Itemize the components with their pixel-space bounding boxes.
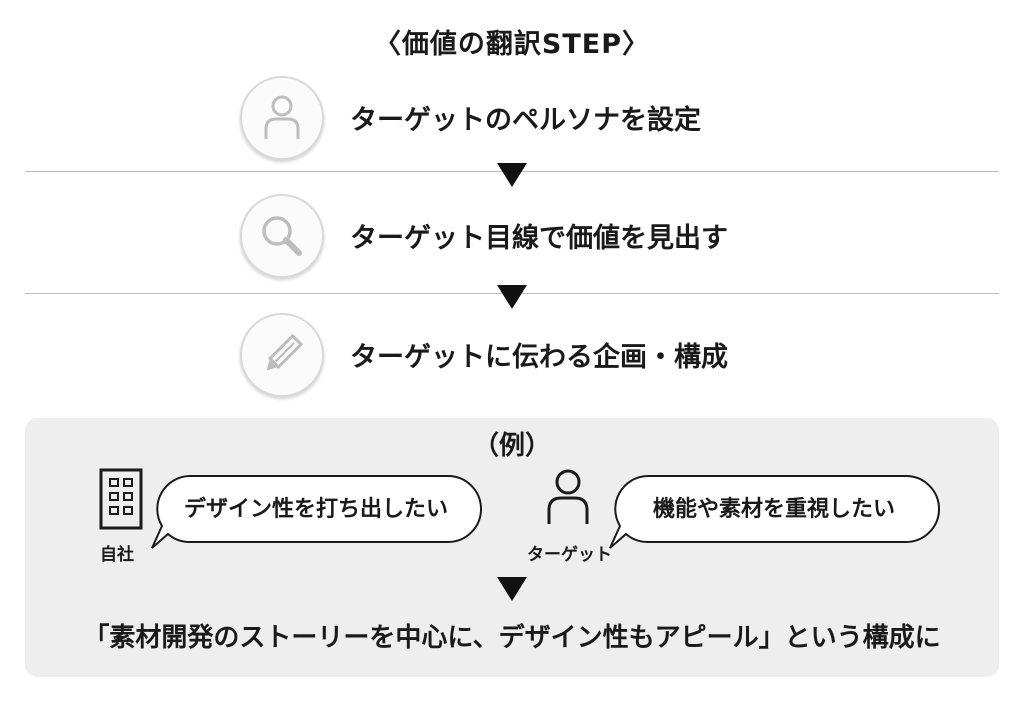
down-arrow-icon — [497, 285, 527, 309]
step-3-icon-circle — [240, 313, 324, 397]
step-3-label: ターゲットに伝わる企画・構成 — [350, 342, 728, 373]
target-speech-text: 機能や素材を重視したい — [652, 497, 895, 522]
person-icon — [264, 95, 300, 139]
person-icon — [547, 469, 589, 524]
target-speech-bubble: 機能や素材を重視したい — [606, 474, 946, 554]
target-caption: ターゲット — [527, 545, 612, 565]
down-arrow-icon — [497, 577, 527, 601]
step-1-icon-circle — [240, 76, 324, 160]
step-2: ターゲット目線で価値を見出す — [0, 194, 1024, 284]
step-3: ターゲットに伝わる企画・構成 — [0, 313, 1024, 403]
diagram-title: 〈価値の翻訳STEP〉 — [373, 29, 651, 60]
step-1: ターゲットのペルソナを設定 — [0, 76, 1024, 166]
pencil-icon — [266, 333, 304, 371]
company-speech-bubble: デザイン性を打ち出したい — [148, 474, 488, 554]
step-1-label: ターゲットのペルソナを設定 — [350, 105, 701, 136]
company-caption: 自社 — [100, 545, 134, 565]
step-2-label: ターゲット目線で価値を見出す — [350, 223, 728, 254]
down-arrow-icon — [497, 163, 527, 187]
step-2-icon-circle — [240, 194, 324, 278]
conclusion-text: 「素材開発のストーリーを中心に、デザイン性もアピール」という構成に — [83, 623, 941, 653]
magnifier-icon — [262, 216, 302, 256]
building-icon — [99, 468, 143, 530]
example-label: （例） — [472, 431, 551, 461]
company-speech-text: デザイン性を打ち出したい — [183, 497, 448, 522]
example-panel — [25, 418, 999, 677]
